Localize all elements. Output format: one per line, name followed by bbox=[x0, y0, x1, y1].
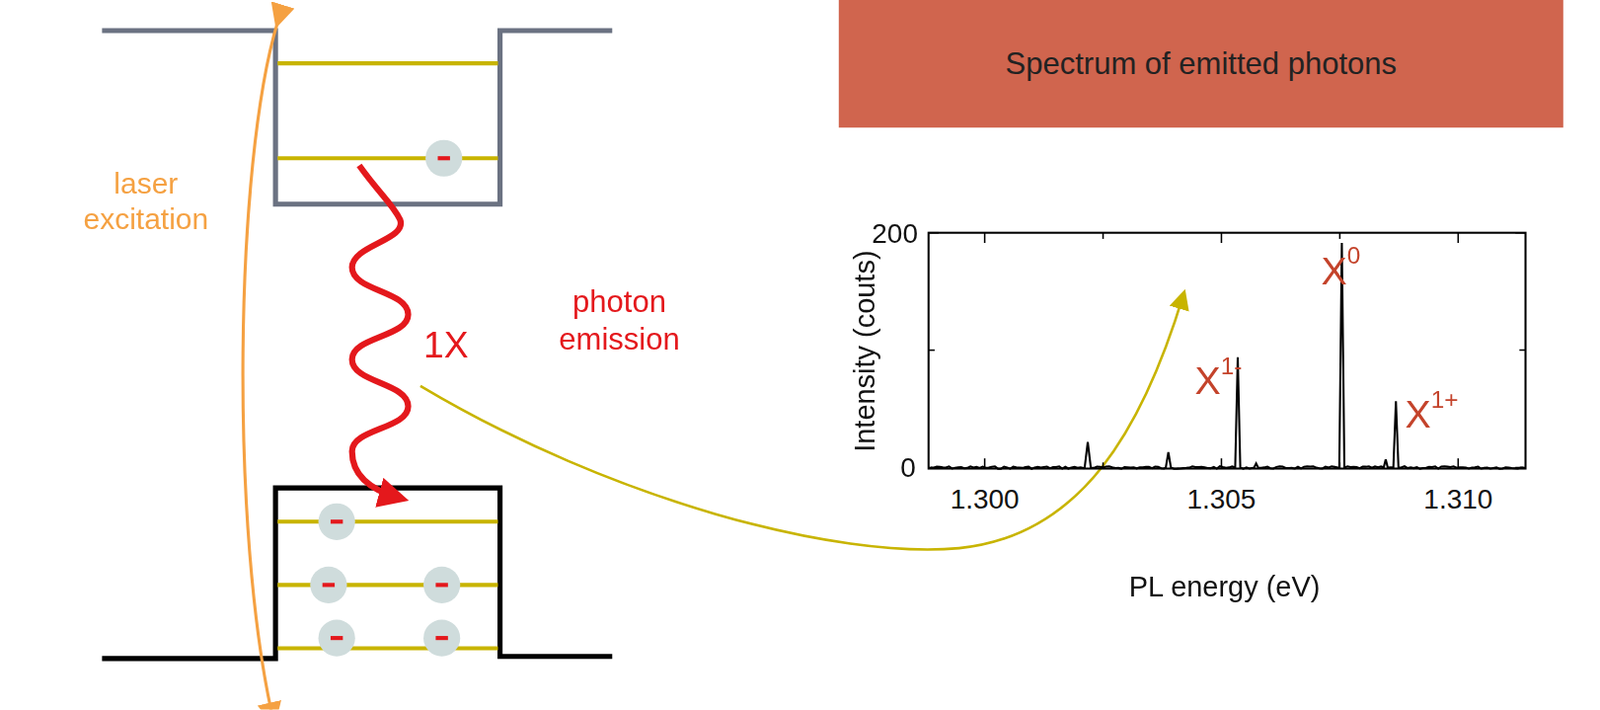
valence-band bbox=[101, 487, 612, 659]
pointer-arrow bbox=[420, 294, 1184, 550]
minus-sign bbox=[322, 582, 335, 587]
electron bbox=[309, 566, 347, 604]
minus-sign bbox=[438, 155, 451, 160]
exciton-label: 1X bbox=[423, 322, 469, 368]
electron bbox=[425, 140, 462, 177]
photon-wave bbox=[352, 164, 409, 498]
peak-label: X1- bbox=[1194, 358, 1242, 405]
conduction-band bbox=[101, 30, 612, 205]
title-box: Spectrum of emitted photons bbox=[838, 0, 1564, 128]
emission-label: photon emission bbox=[517, 283, 722, 357]
tick-label: 1.305 bbox=[1183, 482, 1259, 516]
axis-ticks bbox=[928, 232, 1526, 469]
minus-sign bbox=[435, 582, 448, 587]
axis-title: PL energy (eV) bbox=[1129, 569, 1321, 605]
tick-label: 1.310 bbox=[1420, 482, 1496, 516]
axis-title: Intensity (couts) bbox=[847, 249, 883, 452]
laser-label: laser excitation bbox=[64, 165, 228, 237]
spectrum-line bbox=[930, 242, 1524, 469]
plot-frame bbox=[928, 232, 1526, 469]
minus-sign bbox=[330, 635, 343, 640]
peak-label: X1+ bbox=[1404, 391, 1458, 439]
energy-levels bbox=[277, 63, 498, 648]
electron bbox=[423, 566, 460, 604]
minus-sign bbox=[330, 519, 343, 524]
tick-label: 1.300 bbox=[947, 482, 1023, 516]
tick-label: 0 bbox=[900, 451, 916, 484]
electron bbox=[423, 619, 460, 657]
electron bbox=[318, 619, 356, 657]
laser-arrow bbox=[242, 22, 278, 710]
minus-sign bbox=[435, 635, 448, 640]
electron bbox=[318, 503, 356, 540]
peak-label: X0 bbox=[1321, 247, 1362, 295]
box-title: Spectrum of emitted photons bbox=[1005, 46, 1398, 81]
tick-label: 200 bbox=[871, 217, 918, 250]
